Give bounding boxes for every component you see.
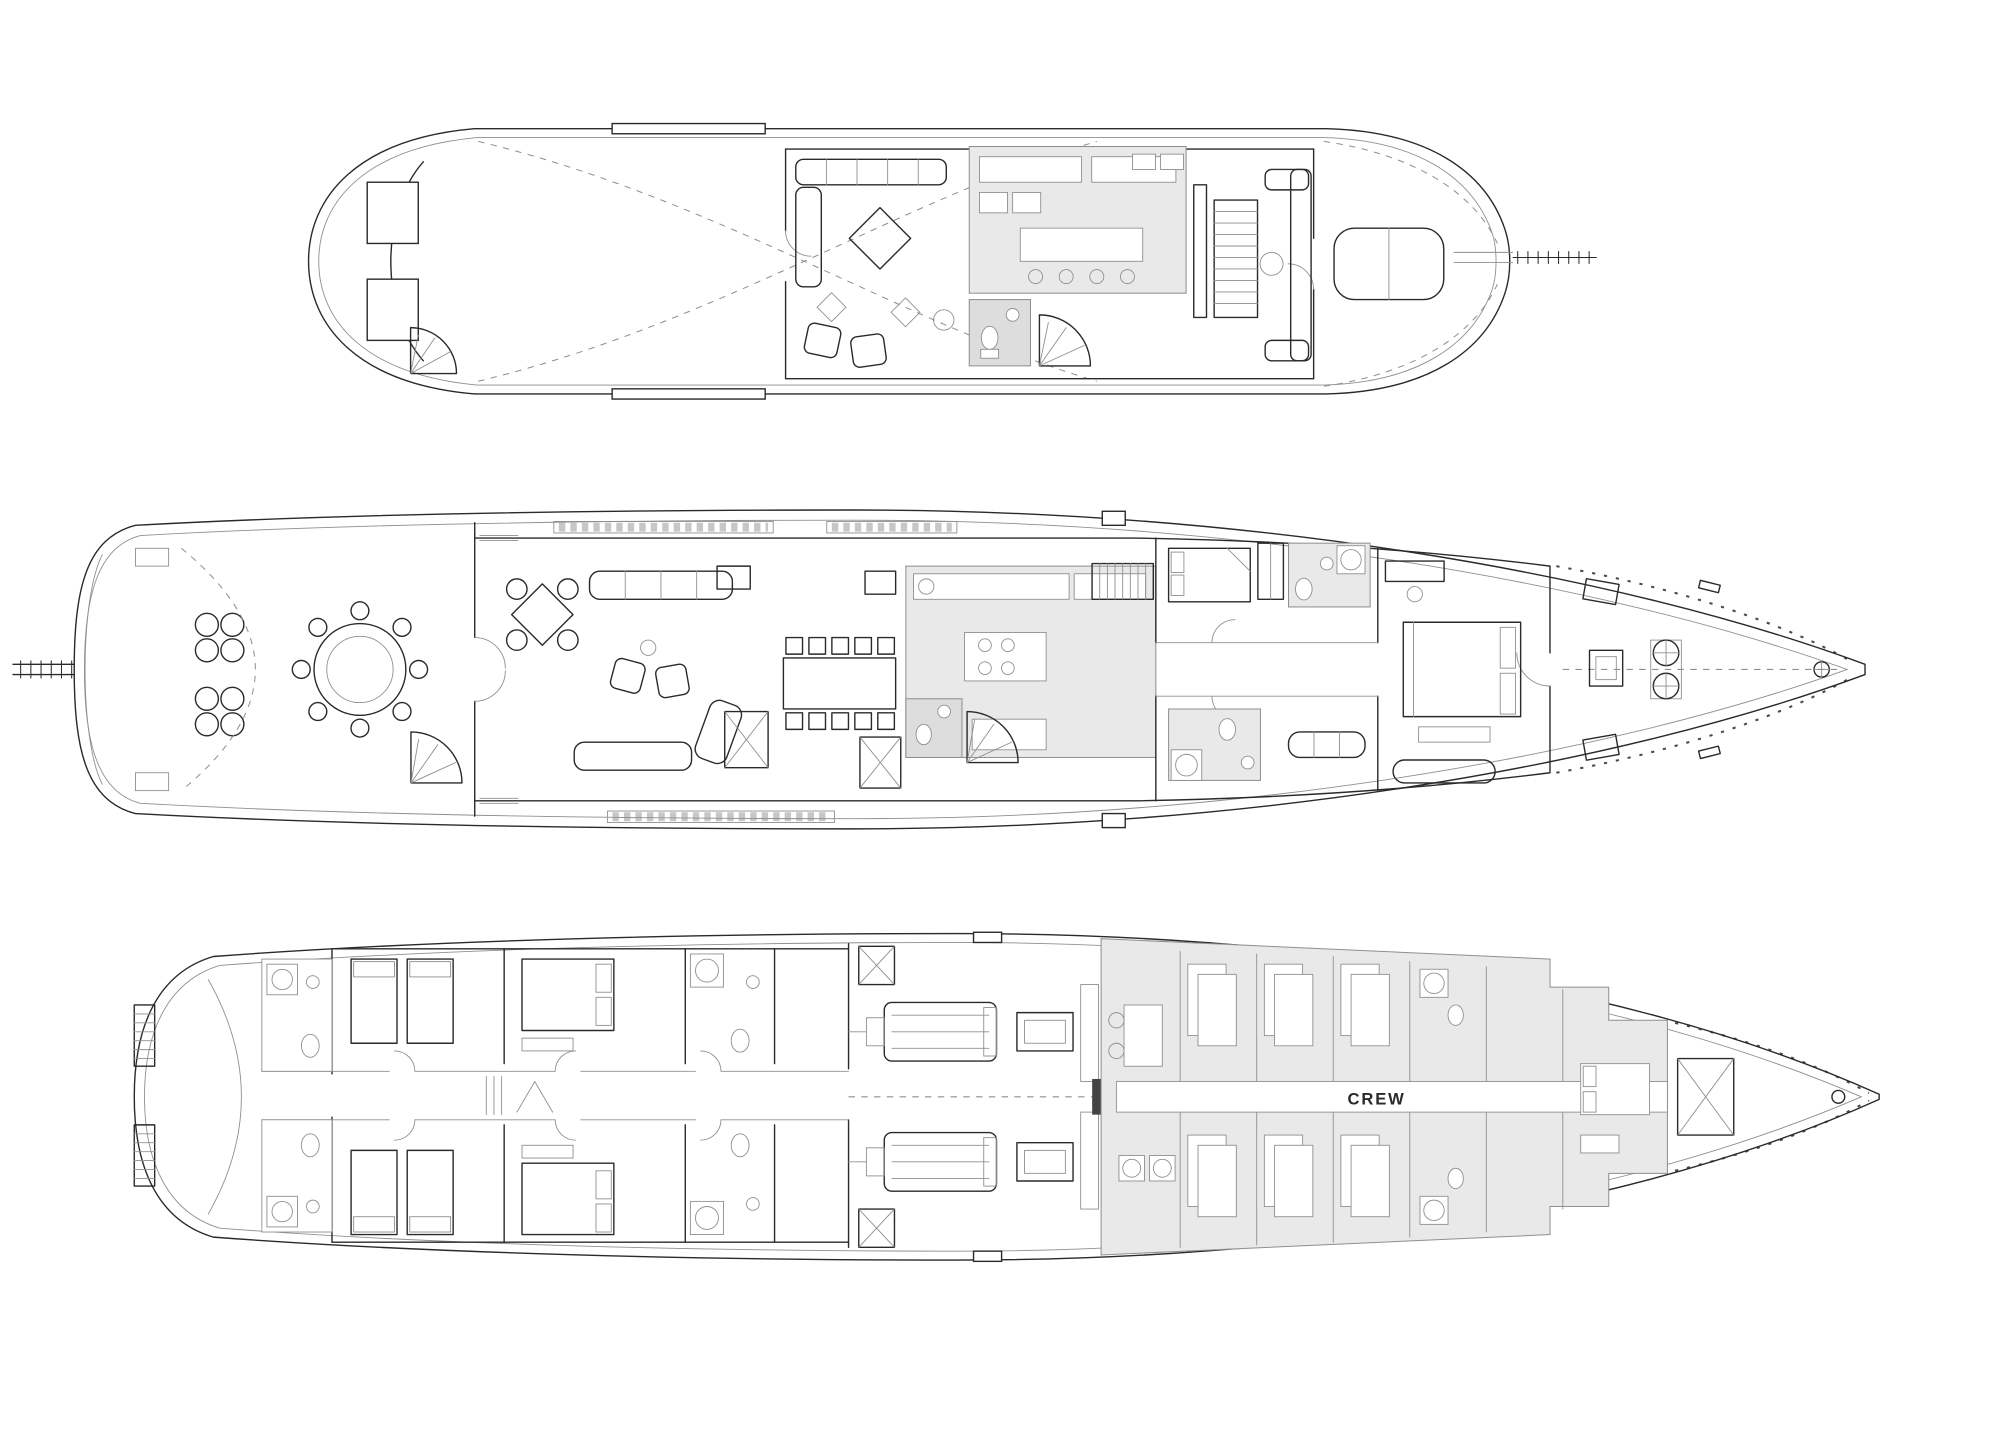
- aft-railing: [1323, 140, 1498, 244]
- aft-u-seating: [1259, 168, 1312, 362]
- transom-ladders: [133, 1004, 156, 1187]
- fore-skylights: [366, 181, 419, 342]
- sundeck-dayhead: [968, 299, 1031, 367]
- equipment-box: [1160, 153, 1184, 170]
- skylounge-stair-fan: [1038, 314, 1092, 367]
- salon-aft-wall: [474, 522, 519, 817]
- sun-deck-plan: [307, 122, 1597, 400]
- engine-room: [848, 945, 1103, 1249]
- main-deck-hull: [73, 509, 1866, 830]
- skylounge-console: [1193, 184, 1208, 319]
- chain-locker: [1676, 1057, 1735, 1136]
- bow-area: [1674, 1021, 1870, 1172]
- crew-corridor: [1115, 1081, 1668, 1113]
- aft-sunpad: [1333, 227, 1445, 301]
- equipment-box: [1132, 153, 1156, 170]
- side-deck-hatch-strips: [553, 521, 958, 823]
- twin-guest-cabins: [350, 958, 454, 1236]
- transom-locker: [135, 547, 170, 567]
- main-salon: [505, 565, 769, 771]
- main-dayhead: [905, 698, 963, 758]
- corridor-stair-marker: [485, 1075, 554, 1116]
- lazarette-arc: [207, 979, 242, 1215]
- transom-locker: [135, 772, 170, 792]
- sun-deck-hull: [307, 127, 1511, 395]
- lower-deck-plan: CREW: [133, 931, 1880, 1263]
- guest-cabin-walls: [261, 943, 850, 1249]
- crew-quarters: CREW: [1100, 938, 1668, 1256]
- main-deck-plan: [12, 509, 1866, 830]
- fore-stair-fan: [409, 326, 458, 375]
- foyer-stairs: [1091, 562, 1154, 600]
- skylounge-stairs: [1213, 199, 1259, 319]
- foredeck: [1556, 565, 1851, 774]
- master-stateroom: [1384, 560, 1522, 784]
- double-guest-cabins: [521, 958, 615, 1236]
- mast-boom: [1453, 251, 1597, 264]
- hull-side-hatches: [972, 931, 1003, 1263]
- crew-area-label: CREW: [1347, 1089, 1405, 1108]
- transom-step: [84, 554, 103, 785]
- galley-stair-fan: [966, 710, 1019, 764]
- aft-awning-dash: [181, 547, 256, 792]
- radar-arch-bases: [611, 122, 766, 400]
- passerelle: [12, 660, 75, 679]
- fwd-guest-bathrooms: [689, 953, 760, 1236]
- skylounge-seating: [795, 158, 955, 368]
- mid-cabins: [1155, 537, 1379, 802]
- aft-guest-bathrooms: [261, 958, 333, 1233]
- dining-room: [782, 570, 902, 789]
- sundeck-pantry-bar: [968, 145, 1187, 294]
- aft-deck-poufs: [194, 612, 245, 737]
- boarding-gates: [1101, 510, 1126, 829]
- aft-spiral-stair: [410, 731, 463, 784]
- aft-railing: [1323, 284, 1498, 387]
- bulkhead-marker: [1092, 1078, 1103, 1115]
- aft-deck-dining-table: [291, 601, 429, 738]
